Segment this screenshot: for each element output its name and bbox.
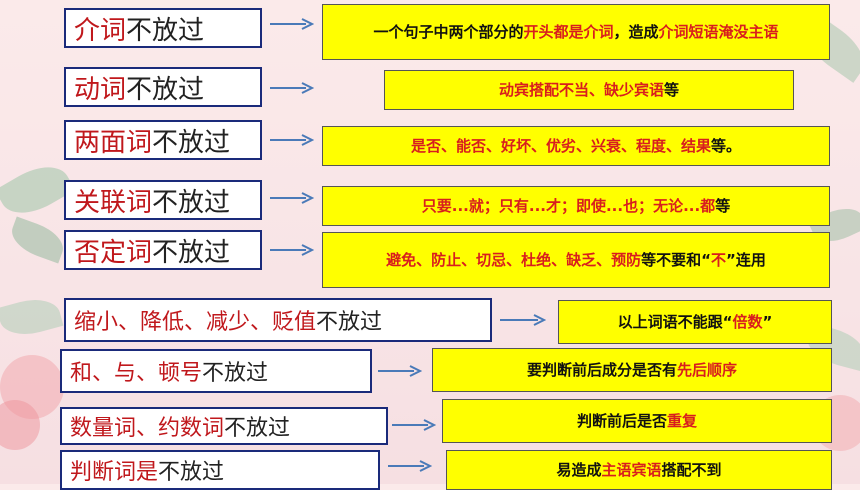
explanation-text: 要判断前后成分是否有先后顺序 [527, 360, 737, 381]
rule-explanation-9: 易造成主语宾语搭配不到 [446, 450, 832, 490]
rule-explanation-5: 避免、防止、切忌、杜绝、缺乏、预防等不要和“不”连用 [322, 232, 830, 288]
arrow-right-icon [270, 134, 314, 146]
highlight-text: 开头都是介词 [523, 22, 614, 41]
explanation-text: 一个句子中两个部分的开头都是介词，造成介词短语淹没主语 [373, 22, 778, 43]
plain-text: 搭配不到 [661, 460, 722, 479]
label-keyword: 数量词、约数词 [70, 416, 225, 441]
arrow-right-icon [270, 18, 314, 30]
rule-label-9: 判断词是不放过 [60, 450, 380, 490]
plain-text: 等不要和“ [641, 250, 711, 269]
explanation-text: 只要...就；只有...才；即使...也；无论...都等 [422, 196, 730, 217]
arrow-right-icon [388, 460, 432, 472]
explanation-text: 以上词语不能跟“倍数” [618, 312, 773, 333]
highlight-text: 主语宾语 [601, 460, 662, 479]
highlight-text: 重复 [667, 411, 698, 430]
label-suffix: 不放过 [202, 361, 269, 386]
plain-text: 判断前后是否 [576, 411, 667, 430]
explanation-text: 是否、能否、好坏、优劣、兴衰、程度、结果等。 [411, 136, 741, 157]
explanation-text: 避免、防止、切忌、杜绝、缺乏、预防等不要和“不”连用 [386, 250, 766, 271]
arrow-right-icon [378, 365, 422, 377]
label-suffix: 不放过 [158, 460, 225, 485]
rule-explanation-3: 是否、能否、好坏、优劣、兴衰、程度、结果等。 [322, 126, 830, 166]
rule-label-6: 缩小、降低、减少、贬值不放过 [64, 298, 492, 342]
rule-explanation-4: 只要...就；只有...才；即使...也；无论...都等 [322, 186, 830, 226]
rule-explanation-6: 以上词语不能跟“倍数” [558, 300, 832, 344]
rule-explanation-8: 判断前后是否重复 [442, 399, 832, 443]
plain-text: 等 [715, 196, 731, 215]
plain-text: ” [762, 312, 773, 331]
arrow-right-icon [270, 192, 314, 204]
rule-explanation-7: 要判断前后成分是否有先后顺序 [432, 348, 832, 392]
arrow-right-icon [500, 314, 546, 326]
plain-text: 以上词语不能跟“ [617, 312, 733, 331]
highlight-text: 动宾搭配不当、缺少宾语 [498, 80, 664, 99]
plain-text: 要判断前后成分是否有 [526, 360, 677, 379]
plain-text: ”连用 [726, 250, 766, 269]
rule-label-4: 关联词不放过 [64, 180, 262, 220]
arrow-right-icon [392, 419, 436, 431]
plain-text: ，造成 [613, 22, 659, 41]
rule-label-8: 数量词、约数词不放过 [60, 407, 388, 445]
label-suffix: 不放过 [126, 74, 205, 105]
plain-text: 易造成 [556, 460, 602, 479]
arrow-right-icon [270, 82, 314, 94]
highlight-text: 倍数 [732, 312, 763, 331]
highlight-text: 先后顺序 [677, 360, 738, 379]
explanation-text: 判断前后是否重复 [577, 411, 697, 432]
rule-label-7: 和、与、顿号不放过 [60, 349, 372, 393]
label-keyword: 缩小、降低、减少、贬值 [74, 310, 317, 335]
rule-label-1: 介词不放过 [64, 8, 262, 48]
explanation-text: 易造成主语宾语搭配不到 [556, 460, 721, 481]
label-suffix: 不放过 [152, 237, 231, 268]
label-keyword: 和、与、顿号 [70, 361, 203, 386]
label-keyword: 否定词 [74, 237, 153, 268]
label-keyword: 判断词是 [70, 460, 159, 485]
label-keyword: 两面词 [74, 127, 153, 158]
highlight-text: 只要...就；只有...才；即使...也；无论... [421, 196, 701, 215]
plain-text: 等。 [711, 136, 742, 155]
highlight-text: 避免、防止、切忌、杜绝、缺乏、预防 [386, 250, 642, 269]
label-keyword: 介词 [74, 15, 127, 46]
explanation-text: 动宾搭配不当、缺少宾语等 [499, 80, 679, 101]
plain-text: 一个句子中两个部分的 [373, 22, 524, 41]
rule-explanation-2: 动宾搭配不当、缺少宾语等 [384, 70, 794, 110]
label-suffix: 不放过 [224, 416, 291, 441]
rule-label-3: 两面词不放过 [64, 120, 262, 160]
label-keyword: 关联词 [74, 187, 153, 218]
highlight-text: 是否、能否、好坏、优劣、兴衰、程度、结果 [410, 136, 711, 155]
rule-explanation-1: 一个句子中两个部分的开头都是介词，造成介词短语淹没主语 [322, 4, 830, 60]
rule-label-5: 否定词不放过 [64, 230, 262, 270]
label-suffix: 不放过 [152, 127, 231, 158]
label-suffix: 不放过 [316, 310, 383, 335]
highlight-text: 不 [711, 250, 727, 269]
label-suffix: 不放过 [126, 15, 205, 46]
highlight-text: 都 [700, 196, 716, 215]
label-suffix: 不放过 [152, 187, 231, 218]
plain-text: 等 [664, 80, 680, 99]
rule-label-2: 动词不放过 [64, 67, 262, 107]
arrow-right-icon [270, 244, 314, 256]
highlight-text: 介词短语淹没主语 [658, 22, 779, 41]
label-keyword: 动词 [74, 74, 127, 105]
